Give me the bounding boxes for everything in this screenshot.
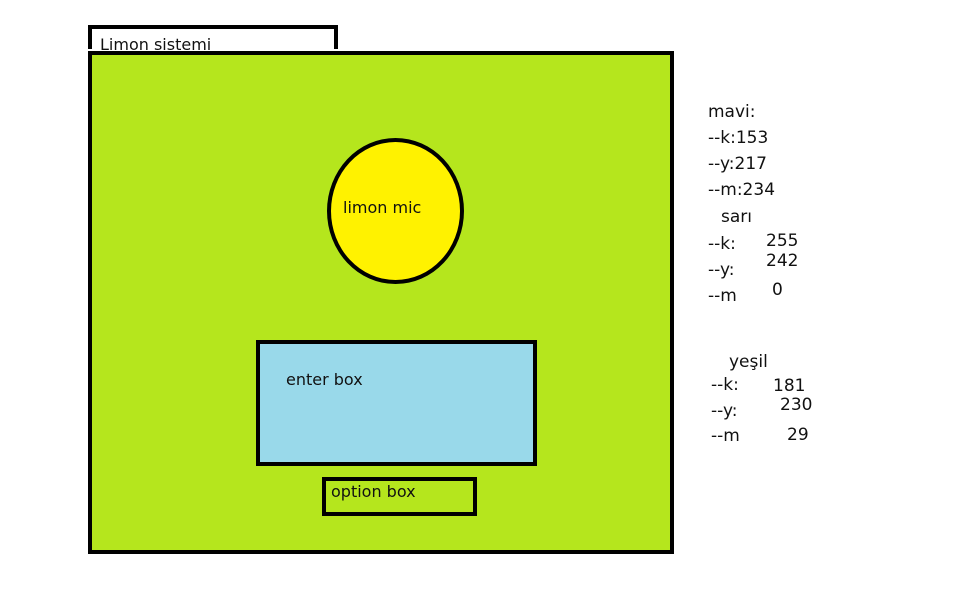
note-yesil-y-label: --y:	[711, 401, 738, 421]
note-yesil-k-label: --k:	[711, 375, 739, 395]
window-tab[interactable]: Limon sistemi	[88, 25, 338, 53]
note-sari-k-value: 255	[766, 231, 799, 251]
note-sari-m-label: --m	[708, 286, 737, 306]
window-title: Limon sistemi	[100, 35, 212, 54]
main-panel: limon mic enter box option box	[88, 51, 674, 554]
note-sari-title: sarı	[721, 207, 752, 227]
note-sari-y-label: --y:	[708, 260, 735, 280]
enter-box-label: enter box	[286, 370, 363, 389]
enter-box-input[interactable]: enter box	[256, 340, 537, 466]
note-yesil-m-label: --m	[711, 426, 740, 446]
note-sari-m-value: 0	[772, 280, 783, 300]
note-mavi-y: --y:217	[708, 154, 767, 174]
mic-label: limon mic	[343, 198, 422, 217]
note-yesil-title: yeşil	[729, 352, 768, 372]
option-box-label: option box	[331, 482, 416, 501]
note-sari-k-label: --k:	[708, 234, 736, 254]
limon-mic-button[interactable]: limon mic	[327, 138, 464, 284]
note-yesil-k-value: 181	[773, 376, 806, 396]
note-yesil-y-value: 230	[780, 395, 813, 415]
option-box[interactable]: option box	[322, 477, 477, 516]
note-mavi-title: mavi:	[708, 102, 756, 122]
note-mavi-m: --m:234	[708, 180, 776, 200]
note-sari-y-value: 242	[766, 251, 799, 271]
note-yesil-m-value: 29	[787, 425, 809, 445]
note-mavi-k: --k:153	[708, 128, 769, 148]
